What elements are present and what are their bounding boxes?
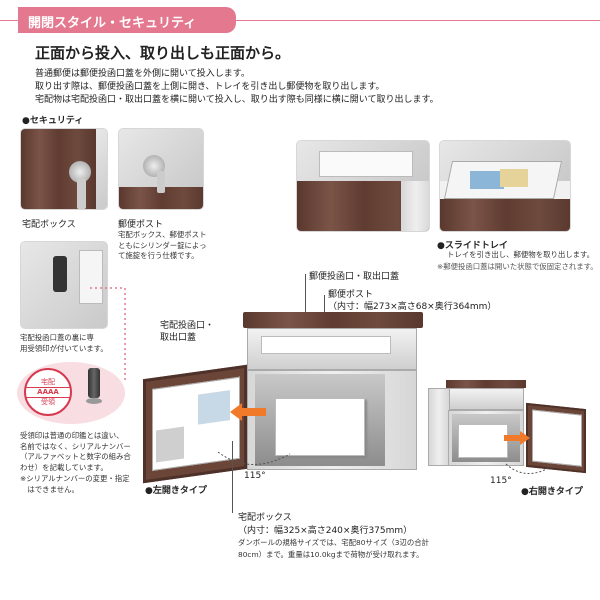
security-section-label: ●セキュリティ — [22, 116, 84, 126]
post-lock-photo — [118, 128, 204, 210]
callout-line — [232, 441, 233, 513]
stamp-seal: 宅配 AAAA 受領 — [24, 368, 72, 416]
left-type-label: ●左開きタイプ — [145, 486, 207, 496]
post-opening-label: 郵便投函口・取出口蓋 — [309, 272, 400, 282]
post-box-dims: （内寸：幅273×高さ68×奥行364mm） — [328, 302, 497, 312]
delivery-opening-label: 取出口蓋 — [160, 333, 197, 343]
intro-line: 取り出す際は、郵便投函口蓋を上側に開き、トレイを引き出し郵便物を取り出します。 — [35, 82, 385, 92]
post-opening-photo — [296, 140, 430, 232]
callout-line — [305, 274, 306, 322]
left-open-box-illustration — [143, 312, 423, 484]
post-lock-description: 宅配ボックス、郵便ポスト ともにシリンダー錠によっ て施錠を行う仕様です。 — [118, 230, 207, 261]
intro-line: 宅配物は宅配投函口・取出口蓋を横に開いて投入し、取り出す際も同様に横に開いて取り… — [35, 95, 439, 105]
stamp-holder-photo — [20, 241, 108, 329]
stamp-description: 宅配投函口蓋の裏に専 用受領印が付いています。 — [20, 333, 108, 353]
header-rule — [0, 20, 600, 21]
post-label: 郵便ポスト — [118, 220, 164, 230]
slide-tray-note: ※郵便投函口蓋は開いた状態で仮固定されます。 — [437, 262, 598, 271]
slide-tray-label: ●スライドトレイ — [437, 241, 508, 251]
intro-headline: 正面から投入、取り出しも正面から。 — [35, 44, 291, 62]
takuhai-lock-photo — [20, 128, 108, 210]
delivery-box-dims: （内寸：幅325×高さ240×奥行375mm） — [238, 526, 413, 536]
delivery-box-label: 宅配ボックス — [238, 513, 292, 523]
angle-arc-right — [505, 463, 553, 474]
intro-line: 普通郵便は郵便投函口蓋を外側に開いて投入します。 — [35, 69, 250, 79]
right-type-label: ●右開きタイプ — [521, 487, 583, 497]
right-open-box-illustration — [428, 380, 592, 476]
capacity-note: ダンボールの規格サイズでは、宅配80サイズ（3辺の合計 — [238, 538, 430, 547]
slide-tray-description: トレイを引き出し、郵便物を取り出します。 — [447, 250, 595, 259]
delivery-opening-label: 宅配投函口・ — [160, 321, 215, 331]
section-header: 開閉スタイル・セキュリティ — [18, 7, 236, 33]
post-box-label: 郵便ポスト — [328, 290, 374, 300]
left-arrow — [230, 403, 266, 421]
slide-tray-photo — [439, 140, 571, 232]
stamp-connector — [90, 287, 126, 380]
stamp-object-photo — [80, 368, 108, 412]
capacity-note: 80cm）まで。重量は10.0kgまで荷物が受け取れます。 — [238, 550, 424, 559]
stamp-note: 受領印は普通の印鑑とは違い、 名前ではなく、シリアルナンバー （アルファベットと… — [20, 431, 131, 494]
right-arrow — [504, 431, 530, 445]
takuhai-label: 宅配ボックス — [22, 220, 76, 230]
angle-arc-left — [217, 451, 291, 465]
angle-right-label: 115° — [490, 476, 512, 486]
angle-left-label: 115° — [244, 471, 266, 481]
